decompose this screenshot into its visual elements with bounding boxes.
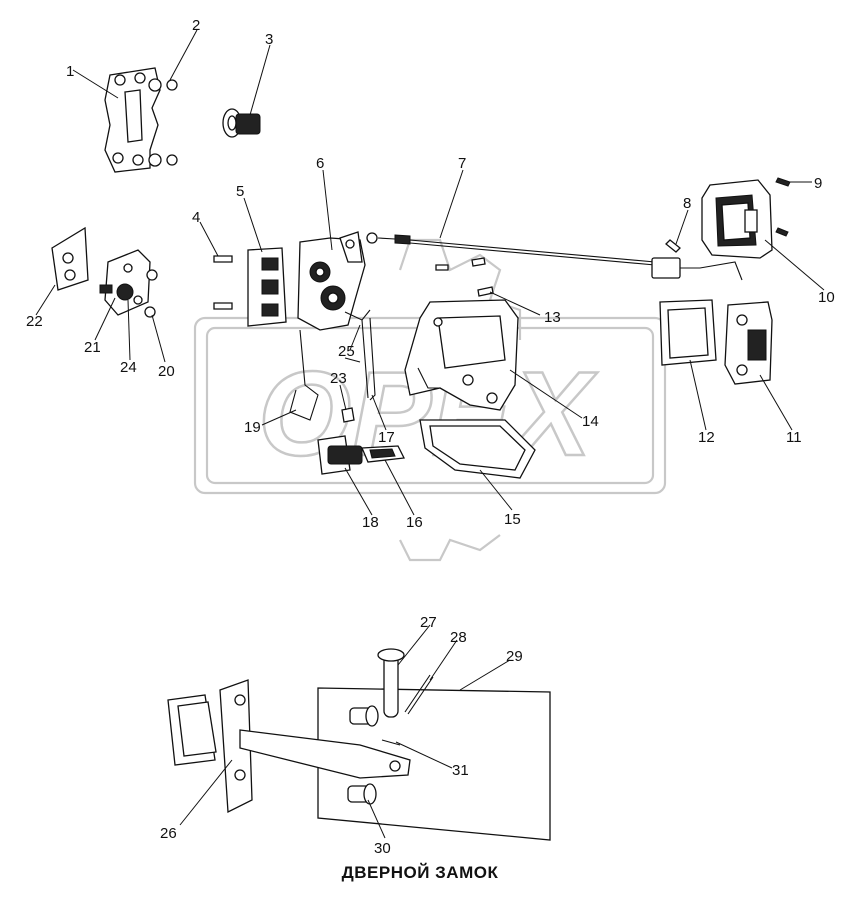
callout-15: 15 xyxy=(504,511,521,528)
callout-5: 5 xyxy=(236,183,244,200)
callout-labels: 1 2 3 4 5 6 7 8 9 10 11 12 13 14 15 16 1… xyxy=(26,17,835,857)
callout-24: 24 xyxy=(120,359,137,376)
part-lock-mechanism xyxy=(297,231,371,331)
part-lock-body xyxy=(213,247,287,327)
callout-22: 22 xyxy=(26,313,43,330)
part-outer-handle xyxy=(701,179,773,259)
part-rod xyxy=(366,232,743,281)
callout-2: 2 xyxy=(192,17,200,34)
callout-14: 14 xyxy=(582,413,599,430)
leader-lines xyxy=(35,29,825,839)
callout-1: 1 xyxy=(66,63,74,80)
diagram-caption: ДВЕРНОЙ ЗАМОК xyxy=(342,863,499,882)
callout-21: 21 xyxy=(84,339,101,356)
callout-26: 26 xyxy=(160,825,177,842)
part-handle-bracket xyxy=(404,299,519,411)
part-gasket xyxy=(419,419,536,479)
part-frame xyxy=(659,299,717,366)
callout-30: 30 xyxy=(374,840,391,857)
callout-25: 25 xyxy=(338,343,355,360)
part-inner-handle xyxy=(724,301,773,385)
callout-6: 6 xyxy=(316,155,324,172)
callout-28: 28 xyxy=(450,629,467,646)
callout-20: 20 xyxy=(158,363,175,380)
callout-3: 3 xyxy=(265,31,273,48)
callout-8: 8 xyxy=(683,195,691,212)
callout-12: 12 xyxy=(698,429,715,446)
callout-27: 27 xyxy=(420,614,437,631)
callout-17: 17 xyxy=(378,429,395,446)
callout-23: 23 xyxy=(330,370,347,387)
part-door-check xyxy=(167,648,551,841)
callout-9: 9 xyxy=(814,175,822,192)
callout-7: 7 xyxy=(458,155,466,172)
callout-18: 18 xyxy=(362,514,379,531)
callout-16: 16 xyxy=(406,514,423,531)
callout-11: 11 xyxy=(786,429,802,446)
part-rods-clips xyxy=(289,317,376,423)
callout-13: 13 xyxy=(544,309,561,326)
part-small-screws xyxy=(435,177,791,297)
callout-10: 10 xyxy=(818,289,835,306)
part-lock-cylinder xyxy=(317,435,405,475)
callout-19: 19 xyxy=(244,419,261,436)
callout-31: 31 xyxy=(452,762,469,779)
part-bushing xyxy=(222,108,261,138)
callout-4: 4 xyxy=(192,209,200,226)
part-hinge-plate xyxy=(104,67,178,173)
part-striker xyxy=(51,226,158,318)
callout-29: 29 xyxy=(506,648,523,665)
